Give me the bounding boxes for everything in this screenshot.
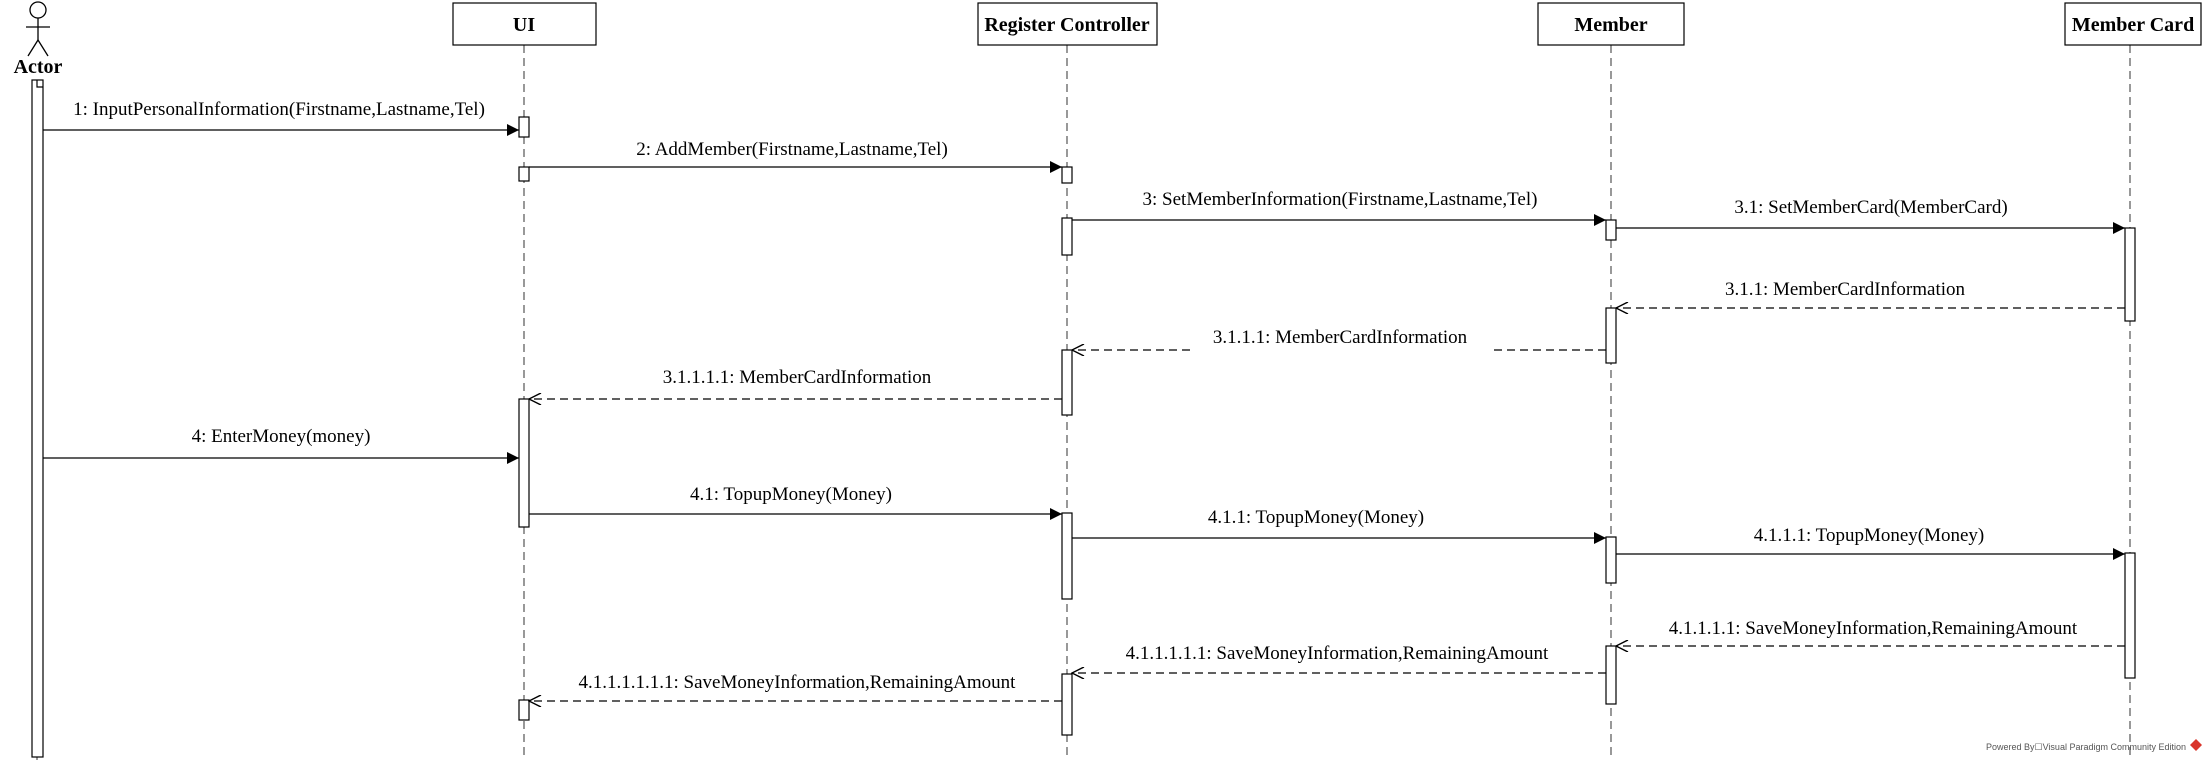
head-box-member: [1537, 2, 1685, 46]
head-box-member-card: [2064, 2, 2202, 46]
activation-bar: [518, 116, 530, 138]
messages: 1: InputPersonalInformation(Firstname,La…: [43, 99, 2125, 701]
activation-bar: [1605, 307, 1617, 364]
lifelines: [36, 45, 2131, 760]
message-label: 4.1.1.1.1.1.1: SaveMoneyInformation,Rema…: [579, 672, 1017, 693]
message-label: 4.1.1.1: TopupMoney(Money): [1754, 525, 1985, 546]
head-label-register-controller: Register Controller: [984, 14, 1149, 36]
activation-bar-top-notch: [36, 80, 43, 88]
message-label-backdrop: [1190, 325, 1490, 359]
message-label: 3: SetMemberInformation(Firstname,Lastna…: [1143, 189, 1538, 210]
message-label: 4.1: TopupMoney(Money): [690, 484, 892, 505]
activation-bar: [1061, 673, 1073, 736]
activation-bar: [1605, 536, 1617, 584]
activation-bar: [1061, 217, 1073, 256]
visual-paradigm-logo-icon: [2190, 739, 2202, 751]
activation-bar: [518, 398, 530, 528]
activation-bars: [31, 79, 2136, 758]
activation-bar: [2124, 552, 2136, 679]
head-box-register-controller: [977, 2, 1158, 46]
head-label-member-card: Member Card: [2072, 14, 2194, 36]
actor-label: Actor: [14, 56, 63, 78]
activation-bar: [1061, 349, 1073, 416]
activation-bar: [518, 699, 530, 721]
message-label: 3.1: SetMemberCard(MemberCard): [1734, 197, 2007, 218]
activation-bar: [2124, 227, 2136, 322]
activation-bar: [518, 166, 530, 182]
activation-bar: [1061, 512, 1073, 600]
activation-bar: [1605, 645, 1617, 705]
message-label: 4.1.1.1.1.1: SaveMoneyInformation,Remain…: [1126, 643, 1549, 664]
message-label: 4.1.1: TopupMoney(Money): [1208, 507, 1424, 528]
head-label-ui: UI: [513, 14, 535, 36]
message-label: 3.1.1.1: MemberCardInformation: [1213, 327, 1468, 348]
message-label: 4.1.1.1.1: SaveMoneyInformation,Remainin…: [1669, 618, 2078, 639]
powered-by-text: Powered By☐Visual Paradigm Community Edi…: [1986, 742, 2186, 752]
message-label: 4: EnterMoney(money): [192, 426, 371, 447]
head-box-ui: [452, 2, 597, 46]
activation-bar: [1605, 219, 1617, 241]
message-label: 3.1.1.1.1: MemberCardInformation: [663, 367, 932, 388]
activation-bar: [31, 79, 44, 758]
lifeline-heads: UI Register Controller Member Member Car…: [452, 2, 2202, 46]
message-label: 3.1.1: MemberCardInformation: [1725, 279, 1966, 300]
activation-bar: [1061, 166, 1073, 184]
message-label: 1: InputPersonalInformation(Firstname,La…: [73, 99, 485, 120]
actor-figure: [26, 1, 50, 57]
head-label-member: Member: [1574, 14, 1647, 36]
message-label: 2: AddMember(Firstname,Lastname,Tel): [636, 139, 948, 160]
